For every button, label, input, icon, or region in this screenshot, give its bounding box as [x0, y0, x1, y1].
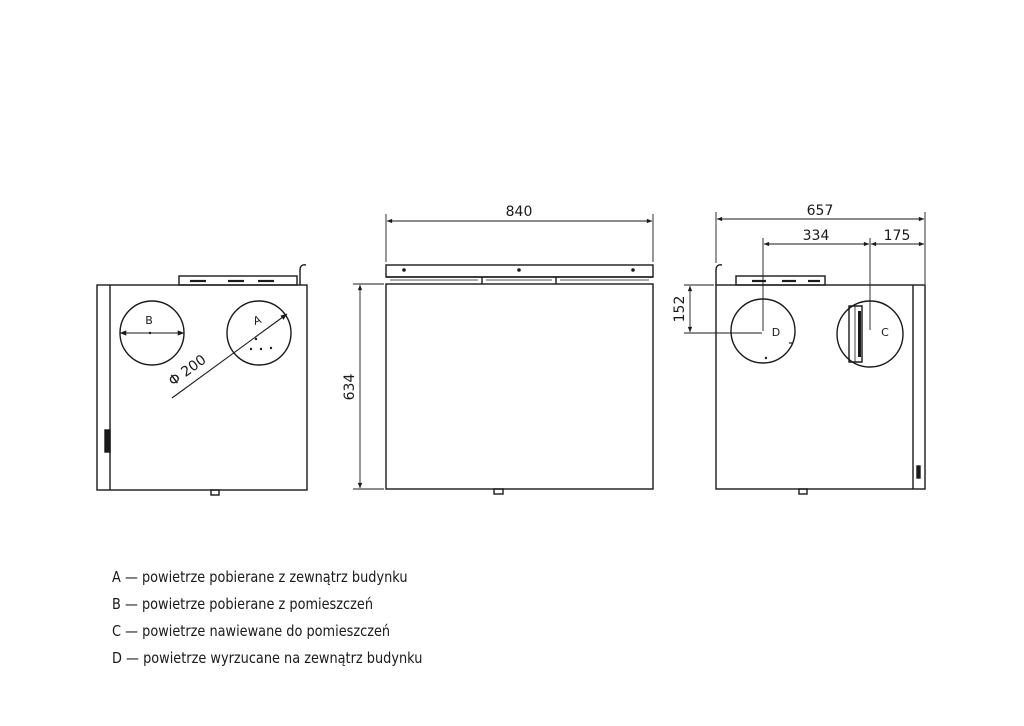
legend-dash: —: [124, 568, 138, 586]
legend-dash: —: [125, 622, 139, 640]
legend-text: powietrze nawiewane do pomieszczeń: [142, 622, 391, 640]
left-unit-body: [96, 284, 308, 491]
dim-840-label: 840: [506, 204, 533, 220]
port-c-damper: [848, 305, 863, 363]
dim-634-label: 634: [342, 374, 358, 401]
dim-657-label: 657: [807, 203, 834, 219]
dim-175-label: 175: [884, 228, 911, 244]
front-unit-body: [385, 283, 654, 490]
legend-item: A — powietrze pobierane z zewnątrz budyn…: [112, 564, 559, 591]
port-b-label: B: [145, 314, 153, 327]
dim-334-label: 334: [803, 228, 830, 244]
port-d-label: D: [772, 326, 780, 339]
legend-dash: —: [124, 595, 138, 613]
port-a-circle: [226, 300, 292, 366]
left-top-bracket: [178, 275, 298, 286]
legend-key: C: [112, 622, 122, 640]
port-a-label: A: [251, 313, 263, 328]
right-unit-latch: [916, 465, 921, 479]
legend-item: D — powietrze wyrzucane na zewnątrz budy…: [112, 645, 559, 672]
legend-key: D: [112, 649, 122, 667]
legend-item: C — powietrze nawiewane do pomieszczeń: [112, 618, 559, 645]
legend-text: powietrze pobierane z pomieszczeń: [141, 595, 374, 613]
front-view: [353, 214, 654, 495]
legend-text: powietrze wyrzucane na zewnątrz budynku: [143, 649, 423, 667]
left-side-view: [96, 264, 308, 496]
right-top-bracket: [735, 275, 826, 286]
legend-key: A: [112, 568, 121, 586]
legend-key: B: [112, 595, 121, 613]
legend: A — powietrze pobierane z zewnątrz budyn…: [112, 564, 559, 672]
legend-text: powietrze pobierane z zewnątrz budynku: [141, 568, 408, 586]
right-unit-body: [715, 284, 926, 490]
port-c-label: C: [881, 326, 889, 339]
legend-dash: —: [126, 649, 139, 667]
legend-item: B — powietrze pobierane z pomieszczeń: [112, 591, 559, 618]
left-unit-handle: [104, 429, 111, 453]
right-side-view: [684, 212, 926, 495]
dim-152-label: 152: [672, 296, 688, 323]
